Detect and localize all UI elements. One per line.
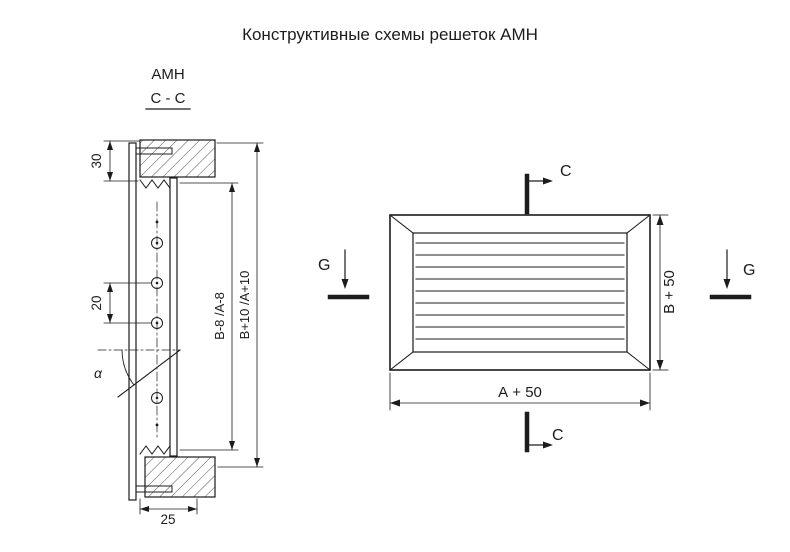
face-plate [128, 142, 137, 501]
rivet-dot [155, 423, 159, 427]
wall-top [139, 139, 216, 178]
screw-fasteners [151, 220, 163, 427]
dim-outer-size [216, 142, 264, 468]
screw-icon [151, 237, 163, 249]
dim-width-label: А + 50 [498, 384, 542, 401]
dim-20-label: 20 [89, 295, 104, 310]
louver-lines [415, 242, 625, 340]
page-title: Конструктивные схемы решеток АМН [242, 25, 538, 44]
screw-icon [151, 277, 163, 289]
grille-outer-frame [389, 214, 651, 371]
screw-center-dot [155, 396, 159, 400]
dim-25-label: 25 [160, 512, 175, 527]
grille-name-label: АМН [151, 66, 184, 83]
dim-25 [139, 498, 198, 515]
section-arrowhead-bottom [543, 441, 553, 449]
view-mark-right-label: G [743, 262, 755, 279]
dim-inner-size-label: В-8 /А-8 [212, 292, 227, 340]
screw-center-dot [155, 321, 159, 325]
section-mark-top: С [524, 163, 572, 215]
frame-flange-bottom [135, 485, 173, 493]
view-arrowhead-left [341, 279, 349, 289]
spring-clip-bottom [139, 445, 171, 455]
grille-inner-frame [412, 232, 628, 353]
view-arrowhead-right [723, 279, 731, 289]
wall-bottom [144, 456, 216, 498]
section-cut-label: С - С [151, 90, 186, 107]
louver-blade-line [117, 349, 181, 398]
screw-icon [151, 317, 163, 329]
section-mark-bottom-label: С [552, 427, 564, 444]
dim-30-label: 30 [89, 153, 104, 168]
section-arrowhead-top [543, 177, 553, 185]
dim-30 [103, 140, 141, 182]
section-view: АМН С - С [89, 66, 264, 527]
screw-center-dot [155, 281, 159, 285]
frame-corner-bevels [389, 214, 651, 371]
front-view: С С G G А + [318, 163, 755, 453]
frame-channel [169, 177, 178, 457]
angle-label: α [94, 365, 103, 381]
frame-flange-top [135, 147, 173, 155]
view-mark-left: G [318, 249, 370, 300]
section-mark-bottom: С [524, 411, 564, 453]
view-mark-left-label: G [318, 257, 330, 274]
angle-arc [121, 349, 135, 386]
dim-20 [103, 282, 152, 324]
spring-clip-top [139, 179, 171, 189]
rivet-dot [155, 220, 159, 224]
section-mark-top-label: С [560, 163, 572, 180]
dim-width [389, 372, 651, 411]
view-mark-right: G [709, 249, 755, 300]
dim-height [652, 214, 669, 371]
screw-icon [151, 392, 163, 404]
dim-height-label: В + 50 [661, 270, 678, 314]
screw-center-dot [155, 241, 159, 245]
dim-inner-size [179, 182, 239, 451]
dim-outer-size-label: В+10 /А+10 [237, 271, 252, 340]
